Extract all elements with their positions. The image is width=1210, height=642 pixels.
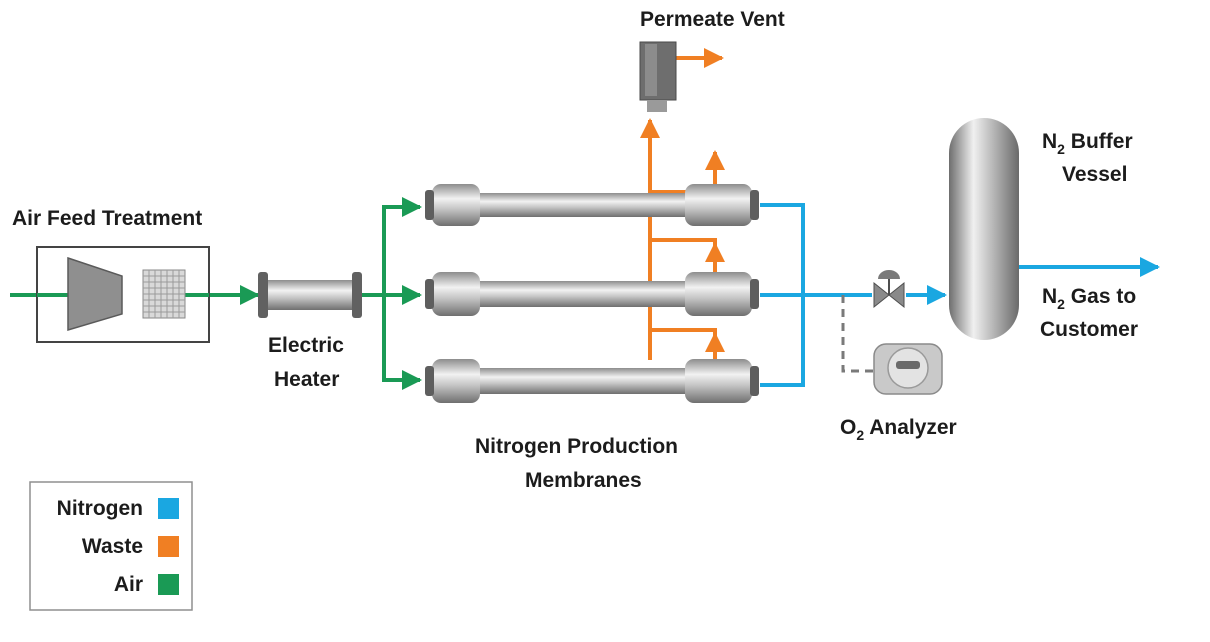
air-to-membrane-1-arrow [382,197,422,295]
analyzer-sample-line [841,295,873,373]
buffer-vessel-n: N [1042,130,1057,153]
legend-swatch-waste [158,536,179,557]
waste-lines [640,48,725,360]
waste-branch-membrane-3 [650,328,717,337]
buffer-vessel-subscript: 2 [1057,141,1065,157]
legend-swatch-nitrogen [158,498,179,519]
electric-heater-label-line1: Electric [268,334,344,357]
buffer-vessel-label-line2: Vessel [1062,163,1127,186]
legend-item-waste: Waste [82,535,179,558]
o2-analyzer-icon [873,343,943,395]
air-feed-treatment-label: Air Feed Treatment [12,207,202,230]
legend: Nitrogen Waste Air [29,481,193,611]
filter-icon [142,269,186,319]
gas-customer-suffix: Gas to [1065,285,1136,308]
analyzer-o: O [840,416,856,439]
legend-item-nitrogen: Nitrogen [57,497,179,520]
waste-branch-membrane-2 [650,238,717,263]
control-valve-icon [873,270,905,309]
permeate-vent-label: Permeate Vent [640,8,785,31]
o2-analyzer-label: O2 Analyzer [840,416,957,443]
gas-customer-subscript: 2 [1057,296,1065,312]
membrane-1 [425,184,759,226]
electric-heater-label-line2: Heater [274,368,339,391]
membranes-label-line1: Nitrogen Production [475,435,678,458]
legend-swatch-air [158,574,179,595]
gas-customer-label-line1: N2 Gas to [1042,285,1136,312]
nitrogen-lines [760,203,1160,387]
legend-label-air: Air [114,573,143,596]
legend-label-nitrogen: Nitrogen [57,497,143,520]
buffer-vessel-label-line1: N2 Buffer [1042,130,1133,157]
air-to-membrane-3-arrow [382,295,422,390]
buffer-vessel [949,118,1019,340]
legend-item-air: Air [114,573,179,596]
gas-customer-label-line2: Customer [1040,318,1138,341]
electric-heater [258,272,362,318]
legend-label-waste: Waste [82,535,143,558]
analyzer-subscript: 2 [856,427,864,443]
buffer-vessel-suffix: Buffer [1065,130,1133,153]
gas-customer-n: N [1042,285,1057,308]
permeate-vent-device [639,41,677,112]
membranes-label-line2: Membranes [525,469,642,492]
compressor-icon [67,256,123,332]
membrane-2 [425,272,759,316]
analyzer-suffix: Analyzer [864,416,957,439]
membrane-3 [425,359,759,403]
